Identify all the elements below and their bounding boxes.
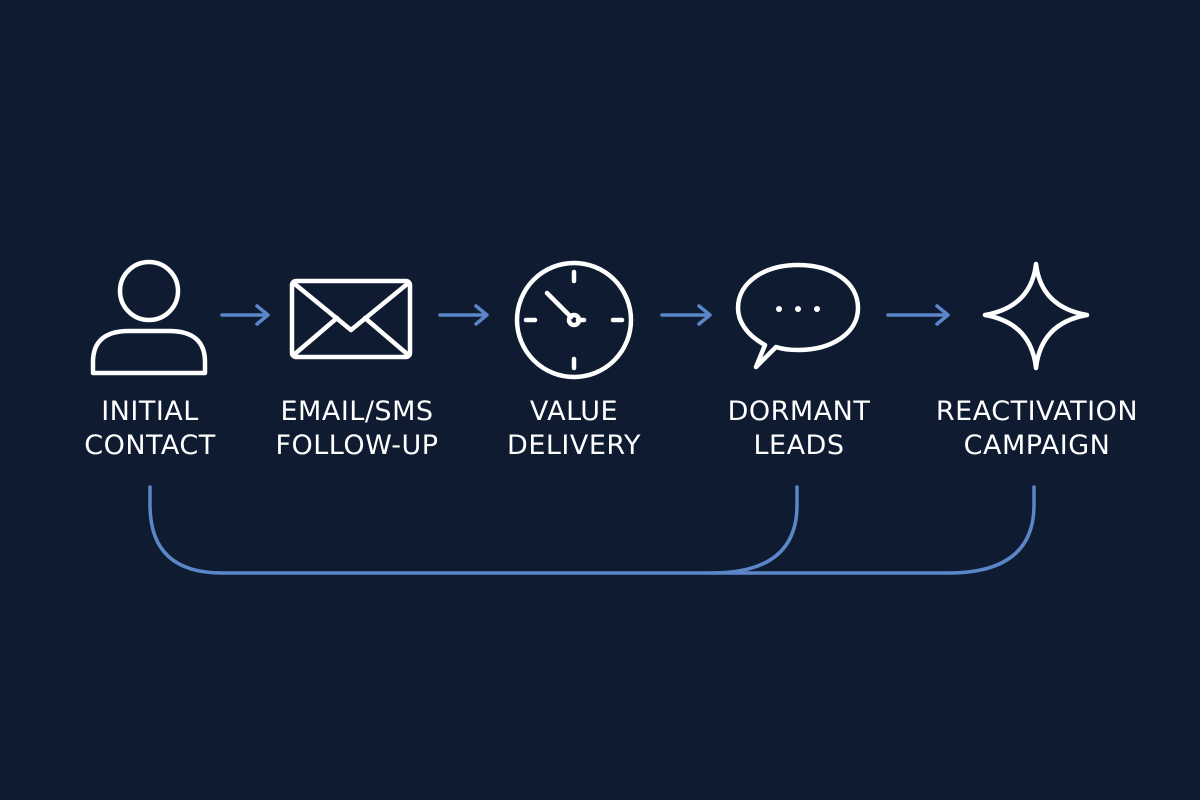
step-3-label-line-1: VALUE xyxy=(529,396,619,427)
arrow-4 xyxy=(886,304,950,326)
step-2-label-line-2: FOLLOW-UP xyxy=(275,430,439,461)
loop-reactivation-to-initial xyxy=(710,485,1036,575)
person-icon xyxy=(90,259,208,376)
step-4-label-line-1: DORMANT xyxy=(727,396,871,427)
step-2-label-line-1: EMAIL/SMS xyxy=(280,396,434,427)
clock-icon xyxy=(514,260,634,380)
step-4-label-line-2: LEADS xyxy=(753,430,845,461)
step-5-label-line-1: REACTIVATION xyxy=(935,396,1139,427)
arrow-2 xyxy=(438,304,489,326)
envelope-icon xyxy=(289,278,413,360)
step-3-label-line-2: DELIVERY xyxy=(507,430,641,461)
step-1-label-line-1: INITIAL xyxy=(101,396,199,427)
sparkle-icon xyxy=(982,261,1090,371)
loop-dormant-to-initial xyxy=(148,485,799,575)
arrow-1 xyxy=(220,304,270,326)
step-5-label-line-2: CAMPAIGN xyxy=(963,430,1111,461)
step-1-label-line-2: CONTACT xyxy=(84,430,216,461)
arrow-3 xyxy=(660,304,712,326)
chat-bubble-icon xyxy=(735,262,861,370)
